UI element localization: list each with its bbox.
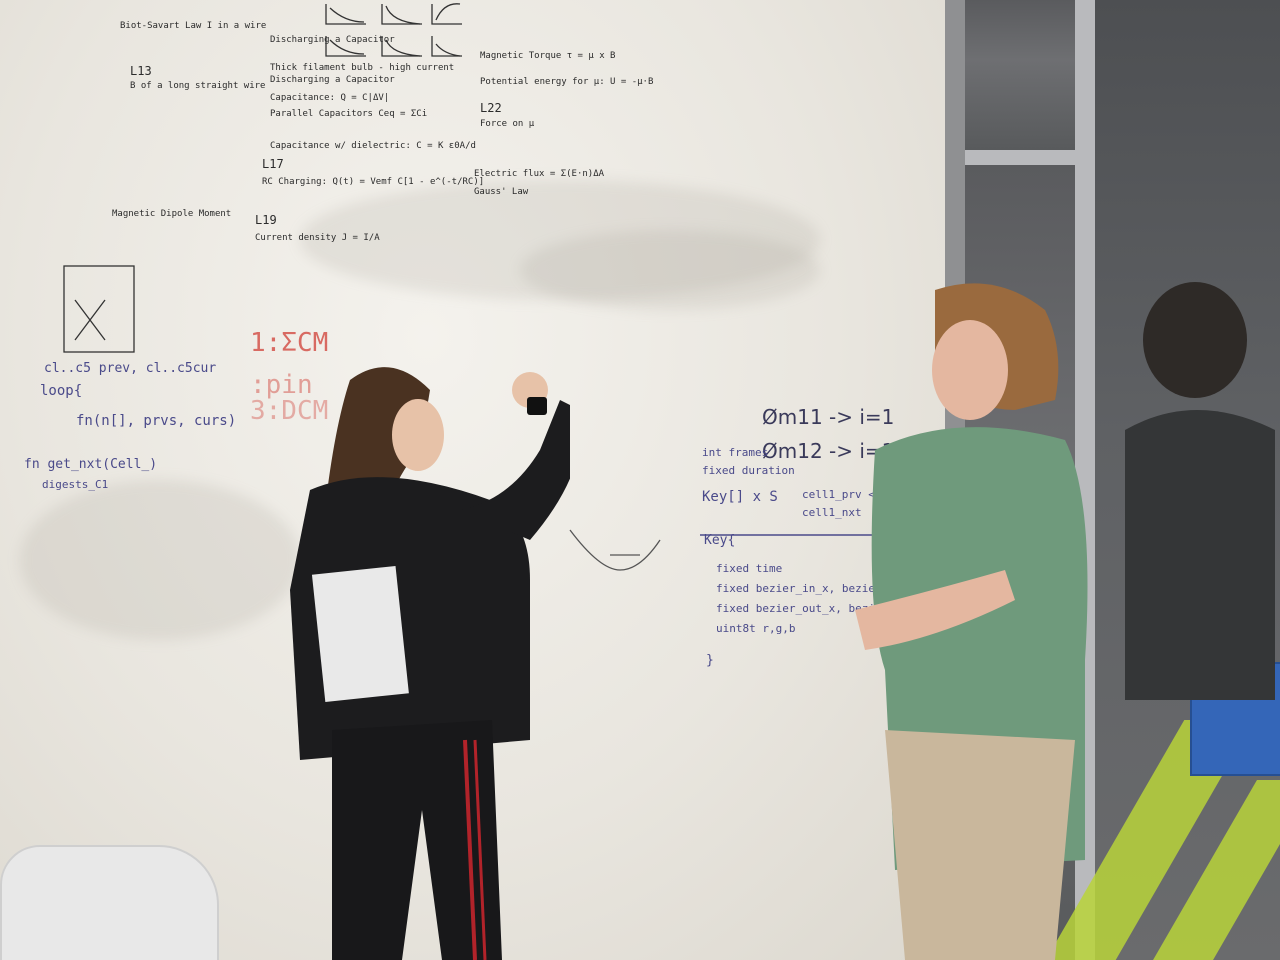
formula-line: Thick filament bulb - high current xyxy=(270,63,455,73)
blue-marker-text: uint8t r,g,b xyxy=(716,622,796,635)
blue-marker-text: Key[] x S xyxy=(702,489,778,505)
board-sketches xyxy=(63,3,880,571)
formula-line: Force on μ xyxy=(480,119,535,129)
blue-marker-text: digests_C1 xyxy=(42,478,109,491)
formula-line: RC Charging: Q(t) = Vemf C[1 - e^(-t/RC)… xyxy=(262,177,485,187)
formula-line: Discharging a Capacitor xyxy=(270,35,395,45)
formula-line: Gauss' Law xyxy=(474,187,529,197)
formula-line: Magnetic Torque τ = μ x B xyxy=(480,51,616,61)
person-left xyxy=(290,367,570,960)
formula-line: L13 xyxy=(130,64,152,78)
red-marker-text: 1:ΣCM xyxy=(250,328,329,358)
watch-icon xyxy=(527,397,547,415)
red-marker-text: :pin xyxy=(250,370,313,400)
formula-line: Parallel Capacitors Ceq = ΣCi xyxy=(270,109,428,119)
blue-marker-text: loop{ xyxy=(40,383,83,399)
blue-marker-text: fn get_nxt(Cell_) xyxy=(24,457,158,472)
blue-marker-text: fixed duration xyxy=(702,464,795,477)
red-marker-text: 3:DCM xyxy=(250,396,329,426)
blue-marker-text: cl..c5 prev, cl..c5cur xyxy=(44,361,217,376)
blue-marker-text: cell1_prv < xyxy=(802,488,875,501)
blue-marker-text: int frames xyxy=(702,446,769,459)
blue-marker-text: Øm11 -> i=1 xyxy=(762,405,895,429)
formula-line: Biot-Savart Law I in a wire xyxy=(120,21,267,31)
person-right xyxy=(855,283,1088,960)
formula-line: B of a long straight wire xyxy=(130,81,266,91)
formula-line: Capacitance: Q = C|ΔV| xyxy=(270,93,390,103)
blue-marker-text: cell1_nxt xyxy=(802,506,862,519)
erased-smudge xyxy=(300,180,820,300)
glass-pane xyxy=(965,0,1075,150)
erased-smudge xyxy=(20,480,300,640)
formula-line: L17 xyxy=(262,157,284,171)
blue-marker-text: fn(n[], prvs, curs) xyxy=(76,413,237,429)
formula-line: Potential energy for μ: U = -μ·B xyxy=(480,77,654,87)
formula-line: Discharging a Capacitor xyxy=(270,75,395,85)
formula-line: L19 xyxy=(255,213,277,227)
formula-line: Electric flux = Σ(E·n)ΔA xyxy=(474,169,605,179)
blue-marker-text: fixed time xyxy=(716,562,783,575)
blue-marker-text: } xyxy=(706,653,714,668)
reflection xyxy=(1125,282,1275,700)
chair xyxy=(0,845,219,960)
blue-marker-text: Key{ xyxy=(704,533,736,548)
window-frame-bar xyxy=(965,150,1075,165)
formula-line: L22 xyxy=(480,101,502,115)
erased-smudge xyxy=(520,230,820,310)
formula-line: Current density J = I/A xyxy=(255,233,380,243)
formula-line: Capacitance w/ dielectric: C = K ε0A/d xyxy=(270,141,476,151)
formula-line: Magnetic Dipole Moment xyxy=(112,209,232,219)
